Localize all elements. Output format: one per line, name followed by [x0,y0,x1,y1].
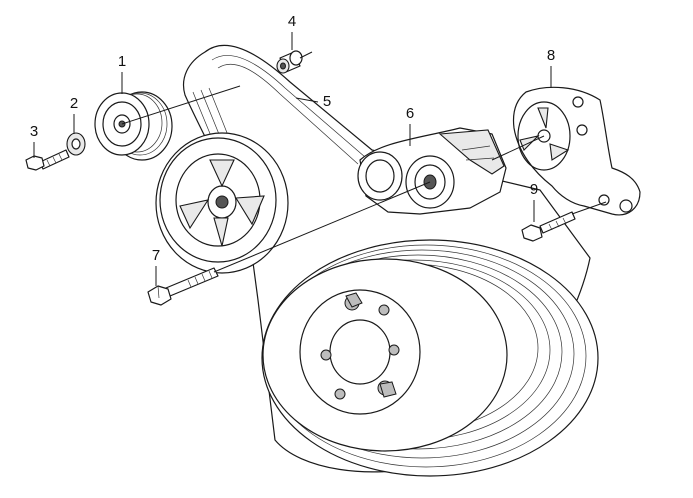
callout-7: 7 [152,247,160,286]
bolt-short [25,149,70,171]
callout-number-7: 7 [152,247,160,264]
belt-tensioner [357,127,507,215]
idler-pulley-large [155,132,289,274]
crankshaft-pulley [261,239,599,477]
callout-8: 8 [547,47,555,88]
bolt-bracket [521,211,576,242]
callout-number-8: 8 [547,47,555,64]
grooved-idler-pulley [94,91,173,161]
assembly-axis-lines [121,85,607,273]
callout-3: 3 [30,123,38,158]
callout-number-4: 4 [288,13,296,30]
callout-5: 5 [295,93,331,110]
callout-2: 2 [70,95,78,134]
spacer-sleeve [276,50,313,74]
washer [66,132,86,156]
callout-number-1: 1 [118,53,126,70]
callout-number-6: 6 [406,105,414,122]
bolt-long [147,267,219,306]
callout-number-5: 5 [323,93,331,110]
callout-number-2: 2 [70,95,78,112]
callout-number-9: 9 [530,181,538,198]
callout-1: 1 [118,53,126,94]
callout-9: 9 [530,181,538,222]
callout-6: 6 [406,105,414,146]
mounting-bracket [512,86,641,216]
callout-number-3: 3 [30,123,38,140]
callout-4: 4 [288,13,296,50]
